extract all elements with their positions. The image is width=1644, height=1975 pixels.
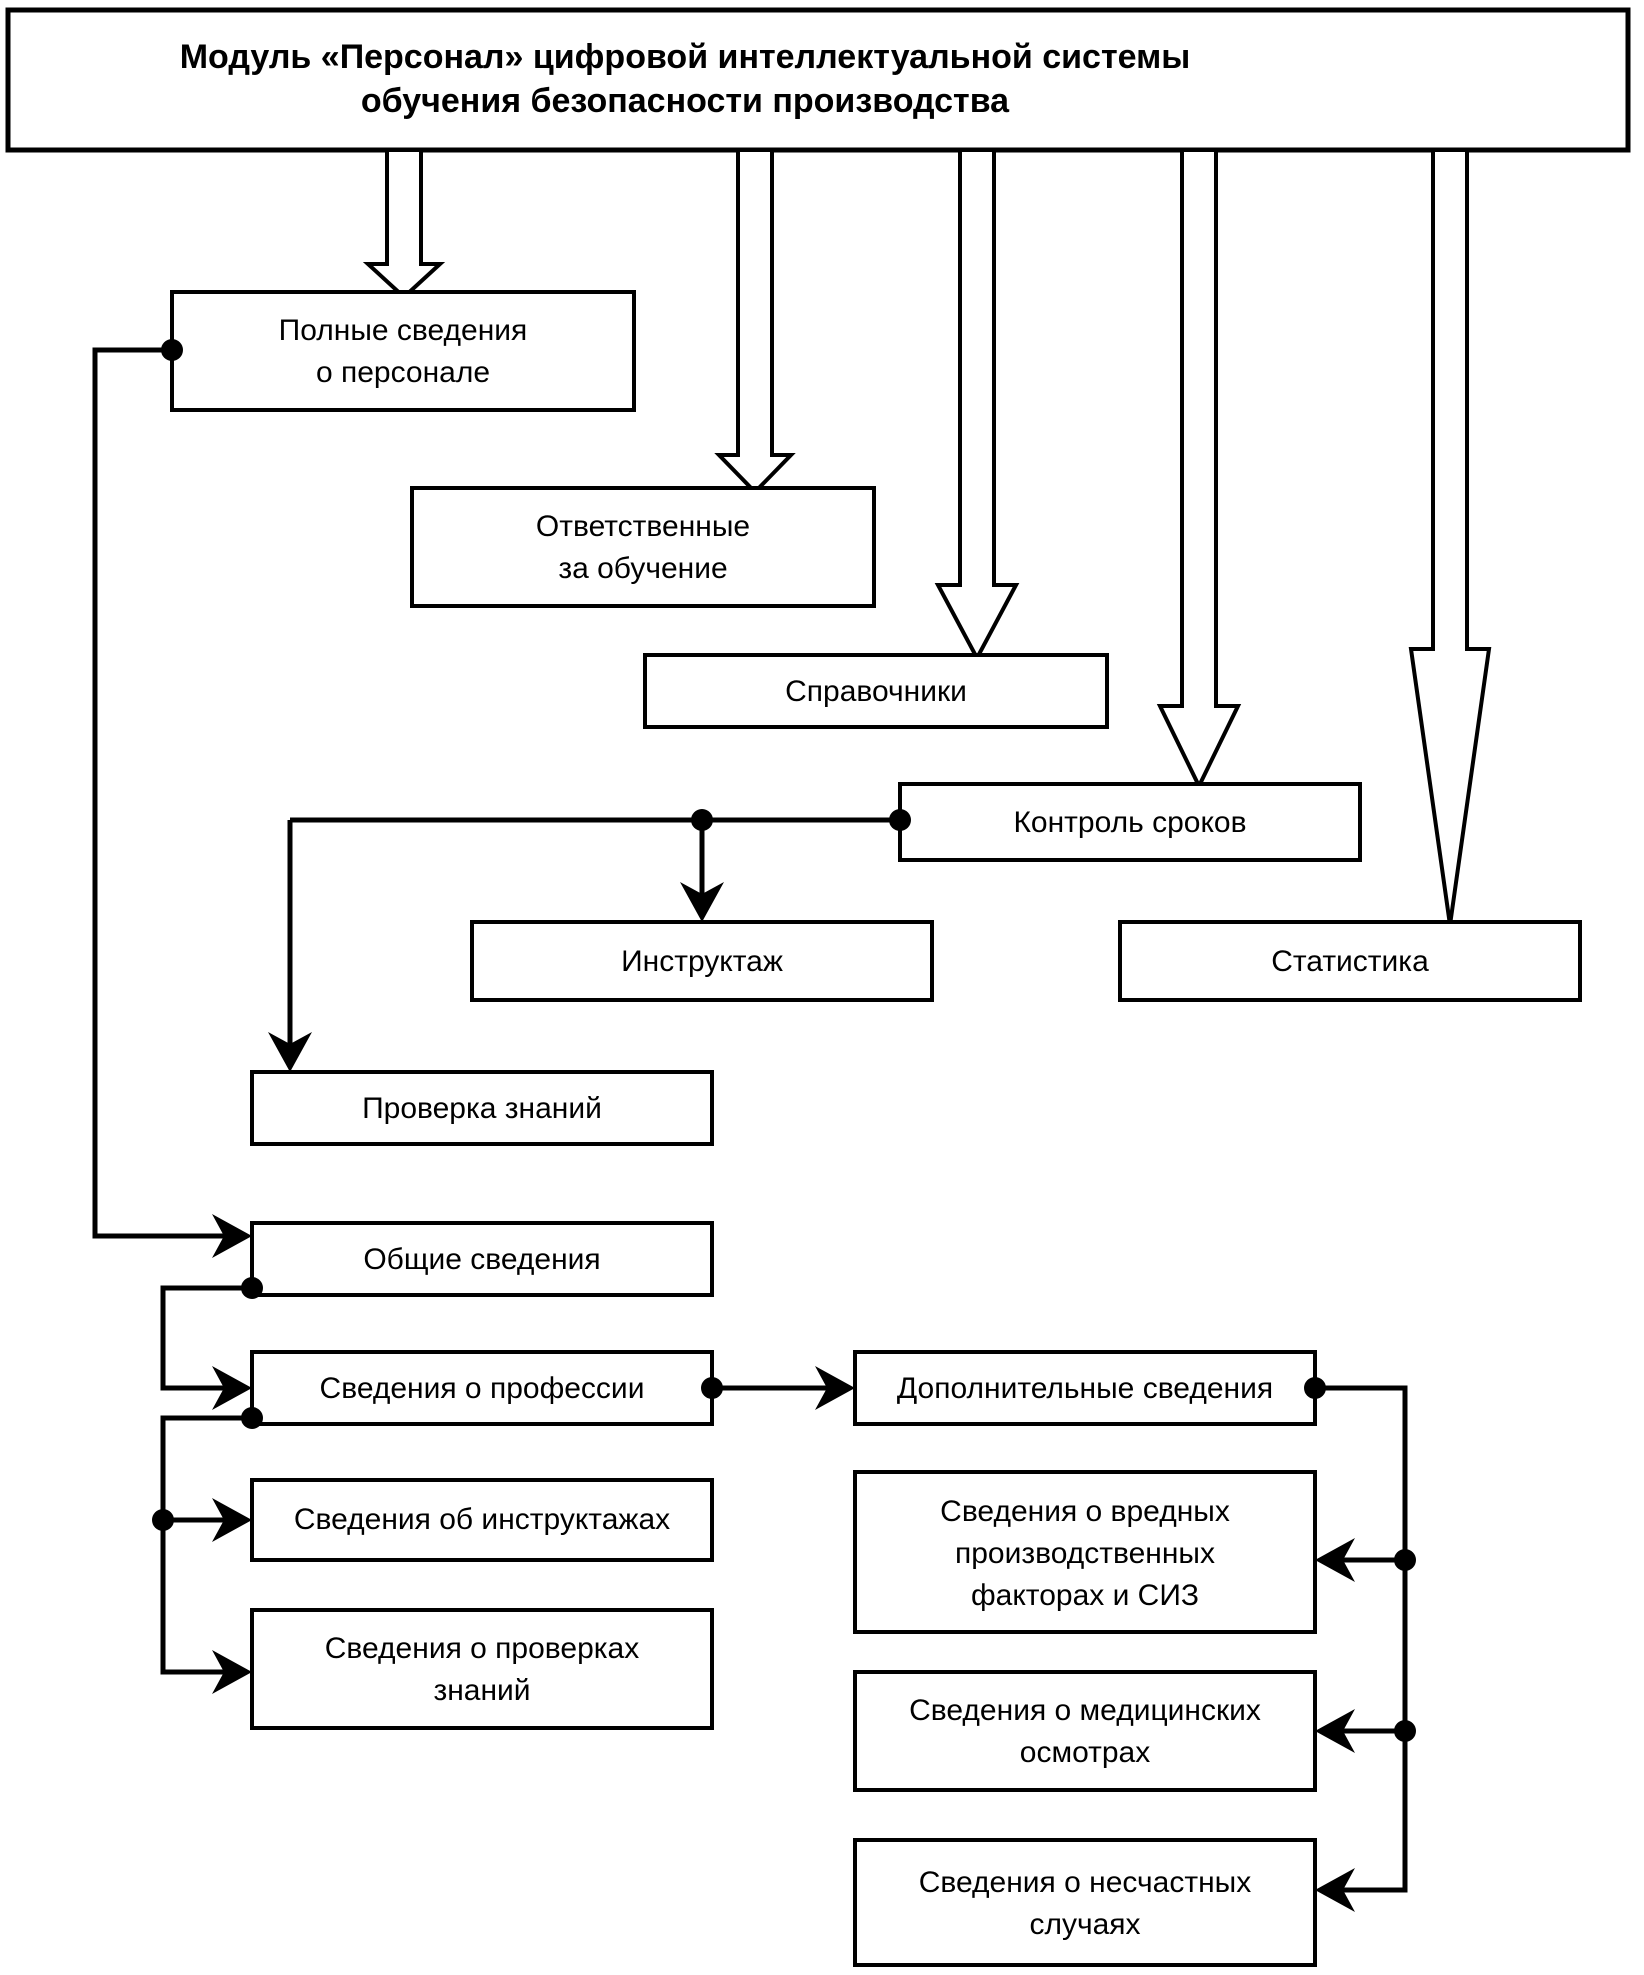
dot-branch-medical-exams xyxy=(1394,1720,1416,1742)
arrow-title-to-reference-books xyxy=(934,148,1020,663)
arrowhead-to-additional-info xyxy=(815,1366,855,1410)
arrowhead-to-knowledge-checks-info xyxy=(212,1650,252,1694)
link-full-info-to-general-info xyxy=(92,347,243,1239)
node-general-info[interactable] xyxy=(250,1221,714,1297)
node-statistics-label: Статистика xyxy=(1271,945,1429,978)
node-harmful-factors-line-3: факторах и СИЗ xyxy=(971,1579,1199,1612)
node-harmful-factors[interactable] xyxy=(853,1470,1317,1634)
title-box[interactable] xyxy=(5,7,1631,153)
arrowhead-to-general-info xyxy=(212,1214,252,1258)
node-knowledge-checks-info[interactable] xyxy=(250,1608,714,1730)
node-reference-books-label: Справочники xyxy=(785,675,967,708)
arrowhead-to-harmful-factors xyxy=(1315,1538,1355,1582)
node-reference-books[interactable] xyxy=(643,653,1109,729)
dot-general-info-left xyxy=(241,1277,263,1299)
arrowhead-to-medical-exams xyxy=(1315,1709,1355,1753)
node-additional-info-label: Дополнительные сведения xyxy=(897,1372,1273,1405)
node-knowledge-check[interactable] xyxy=(250,1070,714,1146)
arrowhead-to-accidents xyxy=(1315,1868,1355,1912)
node-knowledge-check-label: Проверка знаний xyxy=(362,1092,602,1125)
dot-deadline-control-left xyxy=(889,809,911,831)
dot-branch-briefing xyxy=(691,809,713,831)
node-responsible-line-1: Ответственные xyxy=(536,510,750,543)
node-briefings-info-label: Сведения об инструктажах xyxy=(294,1503,670,1536)
node-knowledge-checks-info-line-2: знаний xyxy=(433,1674,530,1707)
node-deadline-control-label: Контроль сроков xyxy=(1013,806,1246,839)
arrow-title-to-full-info xyxy=(362,148,446,300)
link-additional-info-bus xyxy=(1315,1385,1408,1893)
node-medical-exams-line-2: осмотрах xyxy=(1020,1736,1150,1769)
node-full-personnel-info-line-1: Полные сведения xyxy=(279,314,528,347)
node-responsible-line-2: за обучение xyxy=(558,552,727,585)
dot-full-info-left xyxy=(161,339,183,361)
node-statistics[interactable] xyxy=(1118,920,1582,1002)
node-profession-info-label: Сведения о профессии xyxy=(320,1372,645,1405)
arrowhead-to-profession-info xyxy=(212,1366,252,1410)
node-full-personnel-info[interactable] xyxy=(170,290,636,412)
arrowhead-to-knowledge-check xyxy=(268,1032,312,1072)
node-accidents-line-1: Сведения о несчастных xyxy=(919,1866,1252,1899)
node-general-info-label: Общие сведения xyxy=(363,1243,600,1276)
arrow-title-to-statistics xyxy=(1408,148,1492,926)
dot-branch-briefings-info xyxy=(152,1509,174,1531)
node-medical-exams-line-1: Сведения о медицинских xyxy=(909,1694,1261,1727)
title-line-1: Модуль «Персонал» цифровой интеллектуаль… xyxy=(180,38,1191,76)
dot-branch-harmful-factors xyxy=(1394,1549,1416,1571)
node-harmful-factors-line-2: производственных xyxy=(955,1537,1215,1570)
link-profession-bus xyxy=(160,1415,252,1675)
node-accidents[interactable] xyxy=(853,1838,1317,1967)
node-responsible-for-training[interactable] xyxy=(410,486,876,608)
node-full-personnel-info-line-2: о персонале xyxy=(316,356,490,389)
node-accidents-line-2: случаях xyxy=(1029,1908,1140,1941)
node-briefing-label: Инструктаж xyxy=(621,945,783,978)
arrowhead-to-briefings-info xyxy=(212,1498,252,1542)
node-harmful-factors-line-1: Сведения о вредных xyxy=(940,1495,1230,1528)
node-medical-exams[interactable] xyxy=(853,1670,1317,1792)
link-general-info-to-profession xyxy=(160,1285,252,1391)
dot-profession-info-left xyxy=(241,1407,263,1429)
arrowhead-to-briefing xyxy=(680,882,724,922)
arrow-title-to-responsible xyxy=(714,148,796,495)
arrow-title-to-deadline-control xyxy=(1156,148,1242,791)
title-line-2: обучения безопасности производства xyxy=(361,82,1010,120)
dot-profession-info-right xyxy=(701,1377,723,1399)
node-knowledge-checks-info-line-1: Сведения о проверках xyxy=(325,1632,639,1665)
dot-additional-info-right xyxy=(1304,1377,1326,1399)
node-deadline-control[interactable] xyxy=(898,782,1362,862)
node-profession-info[interactable] xyxy=(250,1350,714,1426)
